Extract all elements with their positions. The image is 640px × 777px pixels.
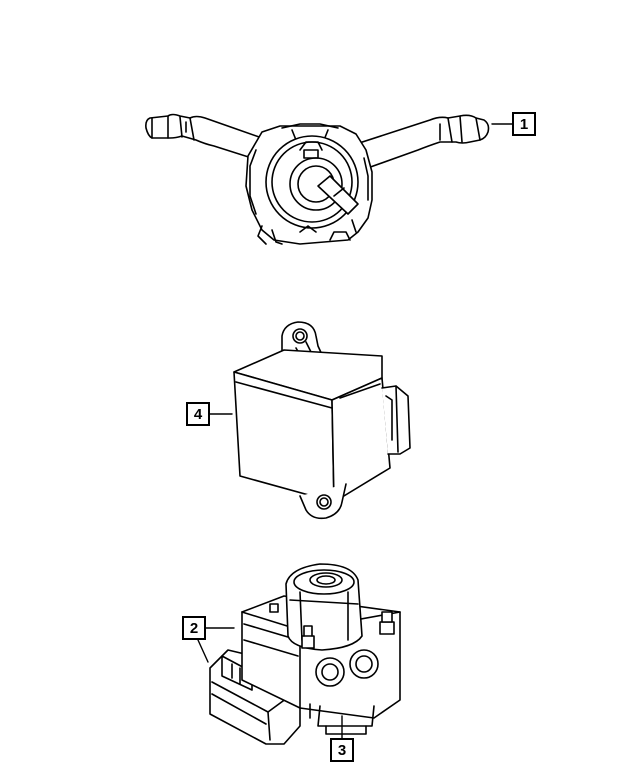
leader-lines [198, 124, 512, 738]
leader-line-2b [198, 640, 208, 662]
steering-column-switch [146, 115, 489, 245]
callout-1: 1 [512, 112, 536, 136]
abs-hydraulic-unit [210, 564, 400, 744]
callout-3: 3 [330, 738, 354, 762]
control-module [234, 322, 410, 518]
callout-4: 4 [186, 402, 210, 426]
callout-2: 2 [182, 616, 206, 640]
